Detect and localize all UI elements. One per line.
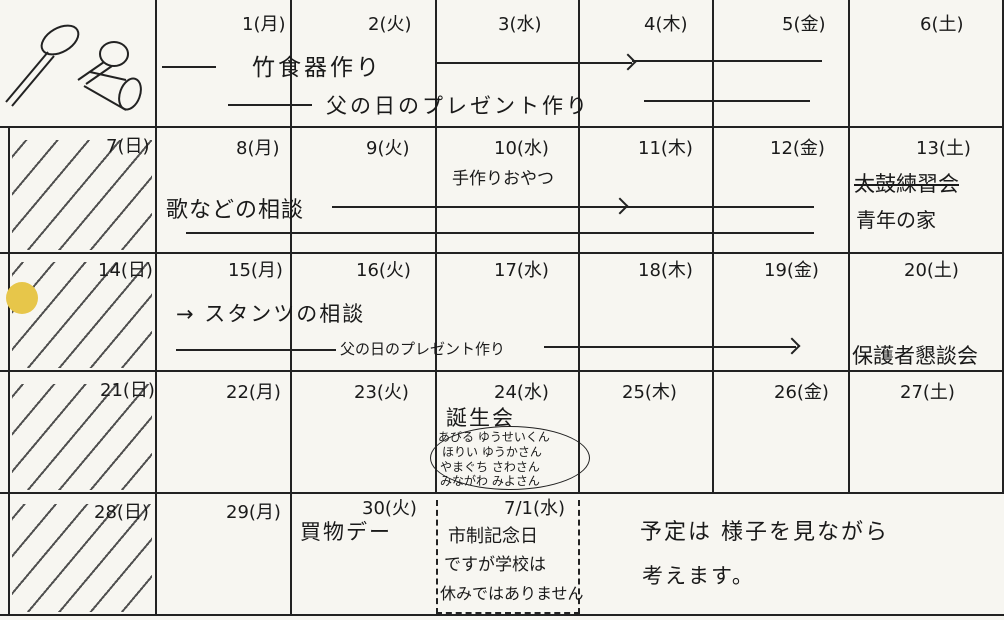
grid-line (0, 126, 1004, 128)
event-handmade-snack: 手作りおやつ (452, 169, 554, 189)
dash-mark (162, 66, 216, 68)
grid-line (0, 252, 1004, 254)
event-song-consult: 歌などの相談 (166, 198, 305, 223)
date-label: 3(水) (498, 14, 542, 35)
sunday-hatch (12, 140, 152, 250)
founding-day-line: ですが学校は (444, 555, 546, 575)
date-label: 24(水) (494, 382, 549, 403)
arrow (544, 346, 796, 348)
dash-mark (228, 104, 312, 106)
dash-mark (644, 100, 810, 102)
grid-line (0, 492, 1004, 494)
schedule-note-line: 予定は 様子を見ながら (640, 520, 889, 545)
date-label: 17(水) (494, 260, 549, 281)
date-label: 4(木) (644, 14, 688, 35)
birthday-name: あびる ゆうせいくん (438, 430, 550, 444)
event-taiko-place: 青年の家 (856, 208, 936, 232)
dash-mark (176, 349, 336, 351)
date-label: 12(金) (770, 138, 825, 159)
sunday-hatch (12, 504, 152, 612)
date-label: 18(木) (638, 260, 693, 281)
date-label: 22(月) (226, 382, 281, 403)
date-label: 25(木) (622, 382, 677, 403)
schedule-note-line: 考えます。 (642, 564, 755, 588)
date-label: 13(土) (916, 138, 971, 159)
date-label: 27(土) (900, 382, 955, 403)
date-label: 15(月) (228, 260, 283, 281)
grid-line (435, 0, 437, 492)
date-label: 6(土) (920, 14, 964, 35)
grid-line (848, 0, 850, 492)
grid-line (290, 0, 292, 616)
date-label: 8(月) (236, 138, 280, 159)
arrow (436, 62, 632, 64)
birthday-name: やまぐち さわさん (440, 460, 540, 474)
event-parents-meeting: 保護者懇談会 (852, 344, 978, 368)
arrow (332, 206, 624, 208)
date-label: 19(金) (764, 260, 819, 281)
date-label: 30(火) (362, 498, 417, 519)
event-taiko-practice: 太鼓練習会 (854, 172, 959, 196)
grid-line (8, 126, 10, 616)
date-label: 29(月) (226, 502, 281, 523)
bamboo-tools-illustration (5, 24, 142, 111)
founding-day-line: 市制記念日 (448, 526, 538, 547)
founding-day-box (436, 500, 580, 614)
dash-mark (624, 206, 814, 208)
date-label: 7(日) (106, 136, 150, 157)
date-label: 9(火) (366, 138, 410, 159)
date-label: 10(水) (494, 138, 549, 159)
grid-line (0, 370, 1004, 372)
date-label: 11(木) (638, 138, 693, 159)
date-label: 1(月) (242, 14, 286, 35)
date-label: 28(日) (94, 502, 149, 523)
grid-line (1002, 0, 1004, 492)
date-label: 20(土) (904, 260, 959, 281)
name-bubble (430, 426, 590, 490)
sunday-hatch (12, 262, 152, 368)
grid-line (155, 0, 157, 616)
grid-line (578, 0, 580, 492)
event-fathers-day-gift: 父の日のプレゼント作り (326, 94, 590, 118)
birthday-name: みながわ みよさん (440, 474, 540, 488)
grid-line (0, 614, 1004, 616)
event-bamboo-tableware: 竹食器作り (252, 55, 382, 81)
sunday-hatch (12, 384, 152, 490)
event-fathers-day-gift-2: 父の日のプレゼント作り (340, 340, 506, 358)
date-label: 2(火) (368, 14, 412, 35)
event-shopping-day: 買物デー (300, 520, 392, 544)
date-label: 5(金) (782, 14, 826, 35)
date-label: 7/1(水) (504, 498, 566, 519)
date-label: 26(金) (774, 382, 829, 403)
date-label: 21(日) (100, 380, 155, 401)
grid-line (712, 0, 714, 492)
dash-mark (186, 232, 814, 234)
date-label: 16(火) (356, 260, 411, 281)
dash-mark (632, 60, 822, 62)
birthday-name: ほりい ゆうかさん (442, 445, 542, 459)
date-label: 14(日) (98, 260, 153, 281)
date-label: 23(火) (354, 382, 409, 403)
event-stamp-consult: → スタンツの相談 (176, 302, 366, 326)
founding-day-line: 休みではありません (440, 584, 584, 603)
yellow-dot (6, 282, 38, 314)
